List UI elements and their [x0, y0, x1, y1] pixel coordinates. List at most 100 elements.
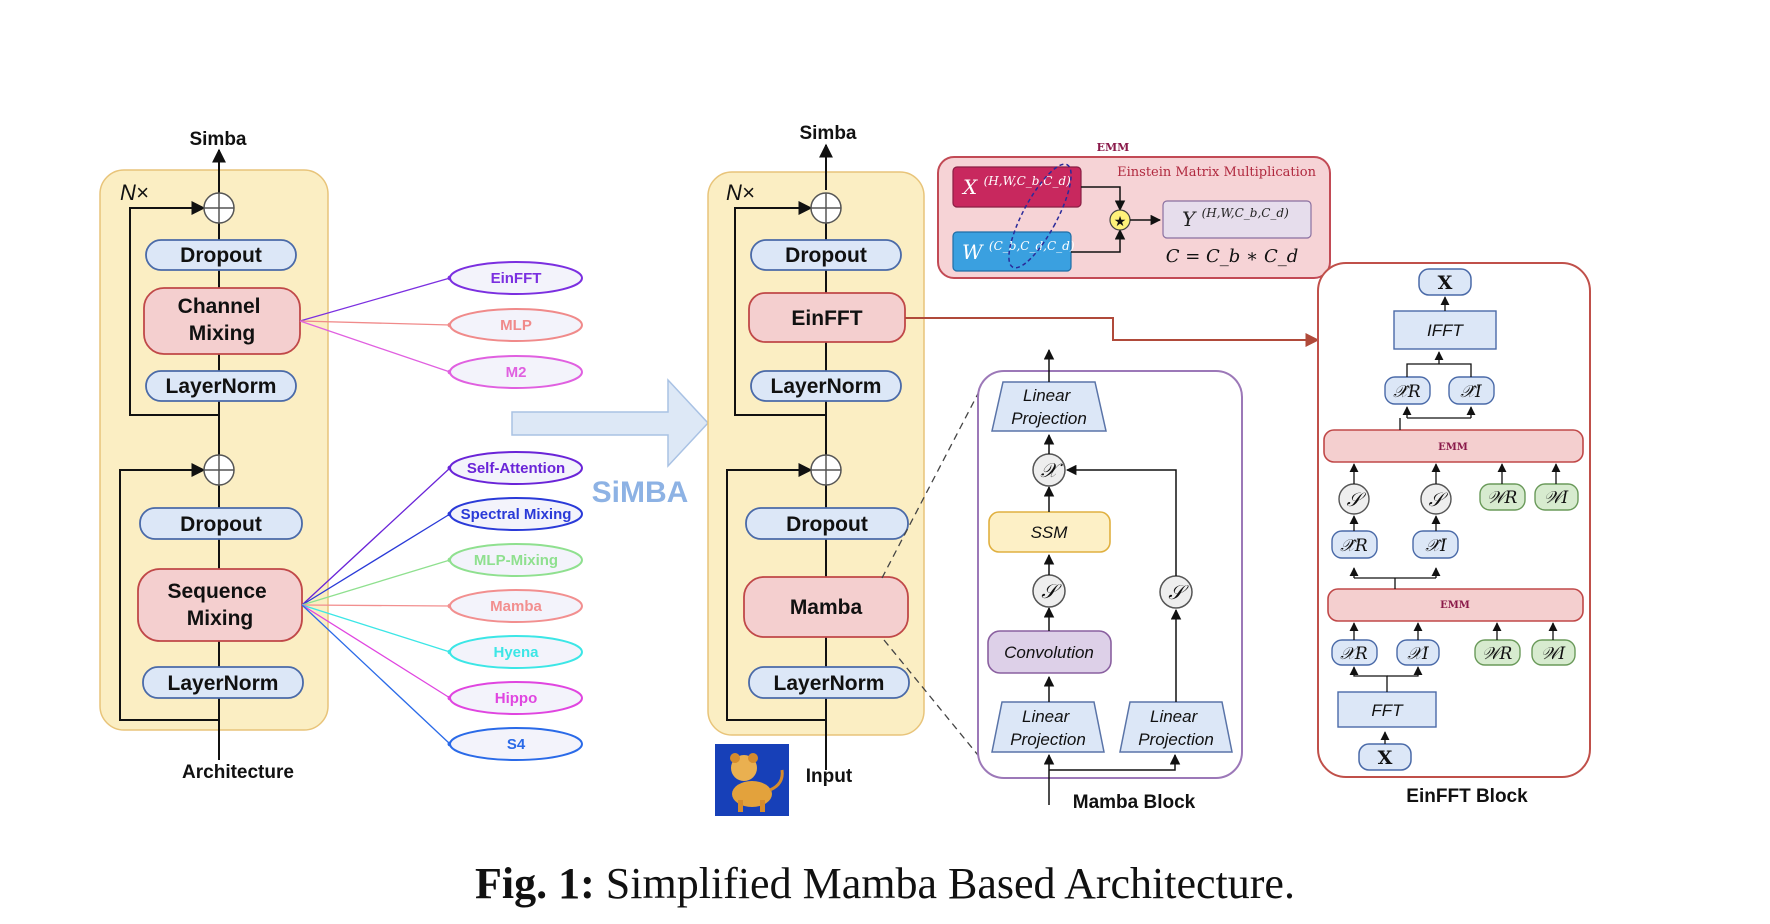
option-connector	[301, 604, 451, 607]
option-label: S4	[507, 736, 526, 753]
einfft-xr-hat-top-label: 𝒳̂R	[1393, 382, 1421, 402]
emm-w-symbol: W	[962, 240, 984, 264]
simba-transition-arrow: SiMBA	[511, 378, 710, 509]
left-layernorm-bottom-label: LayerNorm	[168, 672, 279, 695]
left-dropout-bottom	[139, 507, 303, 540]
option-ellipse	[449, 635, 583, 669]
emm-star-symbol: ★	[1114, 213, 1127, 229]
option-ellipse	[449, 355, 583, 389]
mamba-linear-projection-out-label: Linear Projection	[1011, 386, 1087, 428]
left-architecture-panel: Simba N× Dropout Channel Mixing LayerNor…	[99, 129, 329, 783]
left-channel-mixing-line1: Channel	[178, 295, 261, 318]
emm-x-dims: (H,W,C_b,C_d)	[984, 174, 1072, 188]
left-simba-label: Simba	[189, 129, 246, 150]
option-label: M2	[506, 364, 527, 381]
einfft-x-top-label: X	[1438, 272, 1453, 294]
emm-y-tensor-label: Y (H,W,C_b,C_d)	[1182, 206, 1289, 231]
middle-simba-label: Simba	[799, 123, 856, 144]
middle-add-circle-top	[810, 192, 842, 224]
middle-dropout-bottom-label: Dropout	[786, 513, 868, 536]
middle-mamba	[743, 576, 909, 638]
emm-formula: C = C_b ∗ C_d	[1166, 246, 1299, 267]
option-ellipse	[449, 308, 583, 342]
left-channel-mixing-label: Channel Mixing	[178, 295, 267, 345]
middle-add-circle-bottom	[810, 454, 842, 486]
middle-dropout-top-label: Dropout	[785, 244, 867, 267]
einfft-emm-bottom-label: EMM	[1440, 600, 1470, 611]
mamba-convolution-label: Convolution	[1004, 643, 1094, 662]
left-layernorm-top	[145, 370, 297, 402]
emm-dashed-highlight	[1008, 163, 1072, 269]
einfft-xi-hat-top-label: 𝒳̂I	[1460, 382, 1482, 402]
left-dropout-bottom-label: Dropout	[180, 513, 262, 536]
einfft-emm-top	[1323, 429, 1584, 463]
middle-dropout-top	[750, 239, 902, 271]
einfft-wr-bottom-label: 𝒲R	[1482, 644, 1513, 664]
option-ellipse	[449, 681, 583, 715]
option-label: MLP-Mixing	[474, 552, 558, 569]
einfft-wi-top-label: 𝒲I	[1544, 488, 1569, 508]
einfft-ifft-label: IFFT	[1427, 321, 1464, 340]
mamba-linear-projection-right	[1119, 701, 1233, 753]
option-ellipse	[449, 543, 583, 577]
mamba-lp-left-line2: Projection	[1010, 730, 1086, 749]
einfft-ifft	[1393, 310, 1497, 350]
middle-layernorm-bottom-label: LayerNorm	[774, 672, 885, 695]
einfft-wr-top-label: 𝒲R	[1487, 488, 1518, 508]
lion-cub-illustration	[715, 744, 789, 816]
left-sequence-mixing-line2: Mixing	[187, 607, 254, 630]
left-add-circle-bottom	[203, 454, 235, 486]
einfft-fft-label: FFT	[1371, 701, 1404, 720]
mamba-lp-out-line1: Linear	[1023, 386, 1072, 405]
mamba-lp-out-line2: Projection	[1011, 409, 1087, 428]
left-channel-mixing-line2: Mixing	[189, 322, 256, 345]
option-connector	[301, 604, 451, 653]
option-ellipse	[449, 261, 583, 295]
middle-simba-panel: Simba N× Dropout EinFFT LayerNorm Dropou…	[707, 123, 925, 816]
emm-y-tensor	[1162, 200, 1312, 239]
einfft-wi-bottom-label: 𝒲I	[1541, 644, 1566, 664]
einfft-block-label: EinFFT Block	[1406, 786, 1528, 807]
option-connector	[301, 559, 451, 606]
mamba-linear-projection-right-label: Linear Projection	[1138, 707, 1214, 749]
option-connector	[299, 277, 451, 322]
einfft-xi-label: 𝒳I	[1407, 644, 1429, 664]
option-connector	[301, 513, 451, 606]
option-connector	[299, 320, 451, 326]
mamba-linear-projection-out	[991, 381, 1107, 432]
emm-w-dims: (C_b,C_d,C_d)	[989, 239, 1075, 253]
option-label: Mamba	[490, 598, 542, 615]
mamba-block-label: Mamba Block	[1073, 792, 1196, 813]
einfft-emm-top-label: EMM	[1438, 442, 1468, 453]
emm-y-symbol: Y	[1182, 207, 1197, 231]
einfft-connector-arrow	[905, 317, 1320, 347]
option-label: MLP	[500, 317, 532, 334]
middle-layernorm-top-label: LayerNorm	[771, 375, 882, 398]
figure-caption-prefix: Fig. 1:	[475, 859, 595, 908]
left-architecture-label: Architecture	[182, 762, 294, 783]
option-ellipse	[449, 589, 583, 623]
emm-title: Einstein Matrix Multiplication	[1117, 165, 1316, 180]
figure-caption: Fig. 1: Simplified Mamba Based Architect…	[0, 858, 1770, 909]
middle-einfft-label: EinFFT	[791, 307, 862, 330]
einfft-xr-hat-mid-label: 𝒳̂R	[1340, 536, 1368, 556]
einfft-fft	[1337, 691, 1437, 728]
option-connector	[299, 320, 451, 373]
mamba-ssm-label: SSM	[1031, 523, 1069, 542]
einfft-xr-label: 𝒳R	[1340, 644, 1368, 664]
left-repeat-label: N×	[120, 180, 149, 205]
option-connector	[301, 467, 451, 606]
middle-mamba-label: Mamba	[790, 596, 863, 619]
figure-caption-text: Simplified Mamba Based Architecture.	[605, 859, 1295, 908]
simba-transition-label: SiMBA	[592, 476, 689, 509]
middle-input-label: Input	[806, 766, 853, 787]
option-label: Spectral Mixing	[461, 506, 572, 523]
option-label: Hyena	[493, 644, 539, 661]
mamba-linear-projection-left-label: Linear Projection	[1010, 707, 1086, 749]
option-label: Hippo	[495, 690, 538, 707]
emm-y-dims: (H,W,C_b,C_d)	[1202, 206, 1290, 220]
einfft-x-top	[1418, 268, 1472, 296]
